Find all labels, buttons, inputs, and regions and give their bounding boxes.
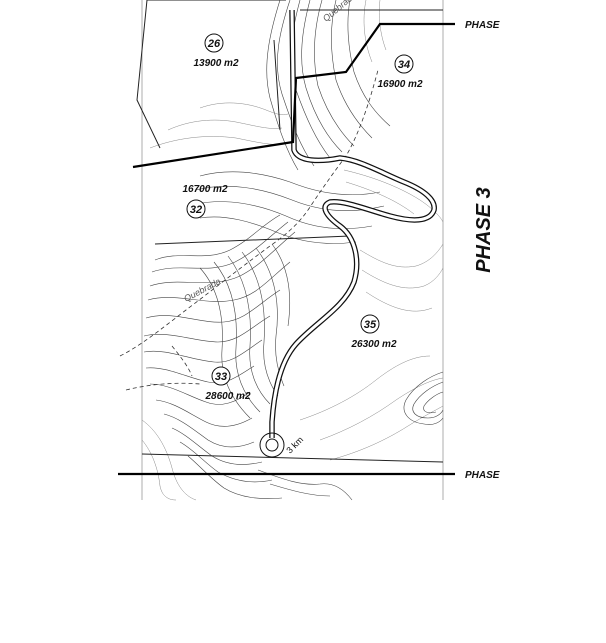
lot-34-number: 34 xyxy=(398,59,410,71)
stream-lines xyxy=(119,69,379,391)
lot-34: 34 16900 m2 xyxy=(377,54,423,90)
lot-26-number: 26 xyxy=(207,38,221,50)
phase-label-top: PHASE xyxy=(465,20,500,31)
lot-33-number: 33 xyxy=(215,371,227,383)
phase-boundary-top xyxy=(132,22,455,169)
lot-boundaries xyxy=(136,0,444,463)
phase-label-bottom: PHASE xyxy=(465,470,500,481)
lot-32: 16700 m2 32 xyxy=(182,184,228,219)
road-cul-de-sac xyxy=(259,432,285,458)
road-length-label: 3 km xyxy=(284,435,305,456)
lot-34-area: 16900 m2 xyxy=(377,79,422,90)
lot-32-number: 32 xyxy=(190,204,202,216)
map-frame xyxy=(141,0,444,500)
lot-33: 33 28600 m2 xyxy=(204,366,251,402)
stream-label-lower: Quebrada xyxy=(182,276,222,304)
lot-32-area: 16700 m2 xyxy=(182,184,227,195)
stream-label-upper: Quebrada xyxy=(321,0,358,24)
phase-3-title: PHASE 3 xyxy=(473,187,495,273)
lot-35-area: 26300 m2 xyxy=(350,339,396,350)
lot-35: 35 26300 m2 xyxy=(350,314,397,350)
phase-boundaries xyxy=(118,22,455,476)
lot-26: 26 13900 m2 xyxy=(193,33,239,69)
lot-33-area: 28600 m2 xyxy=(204,391,250,402)
lot-35-number: 35 xyxy=(364,319,377,331)
lot-26-area: 13900 m2 xyxy=(193,58,238,69)
